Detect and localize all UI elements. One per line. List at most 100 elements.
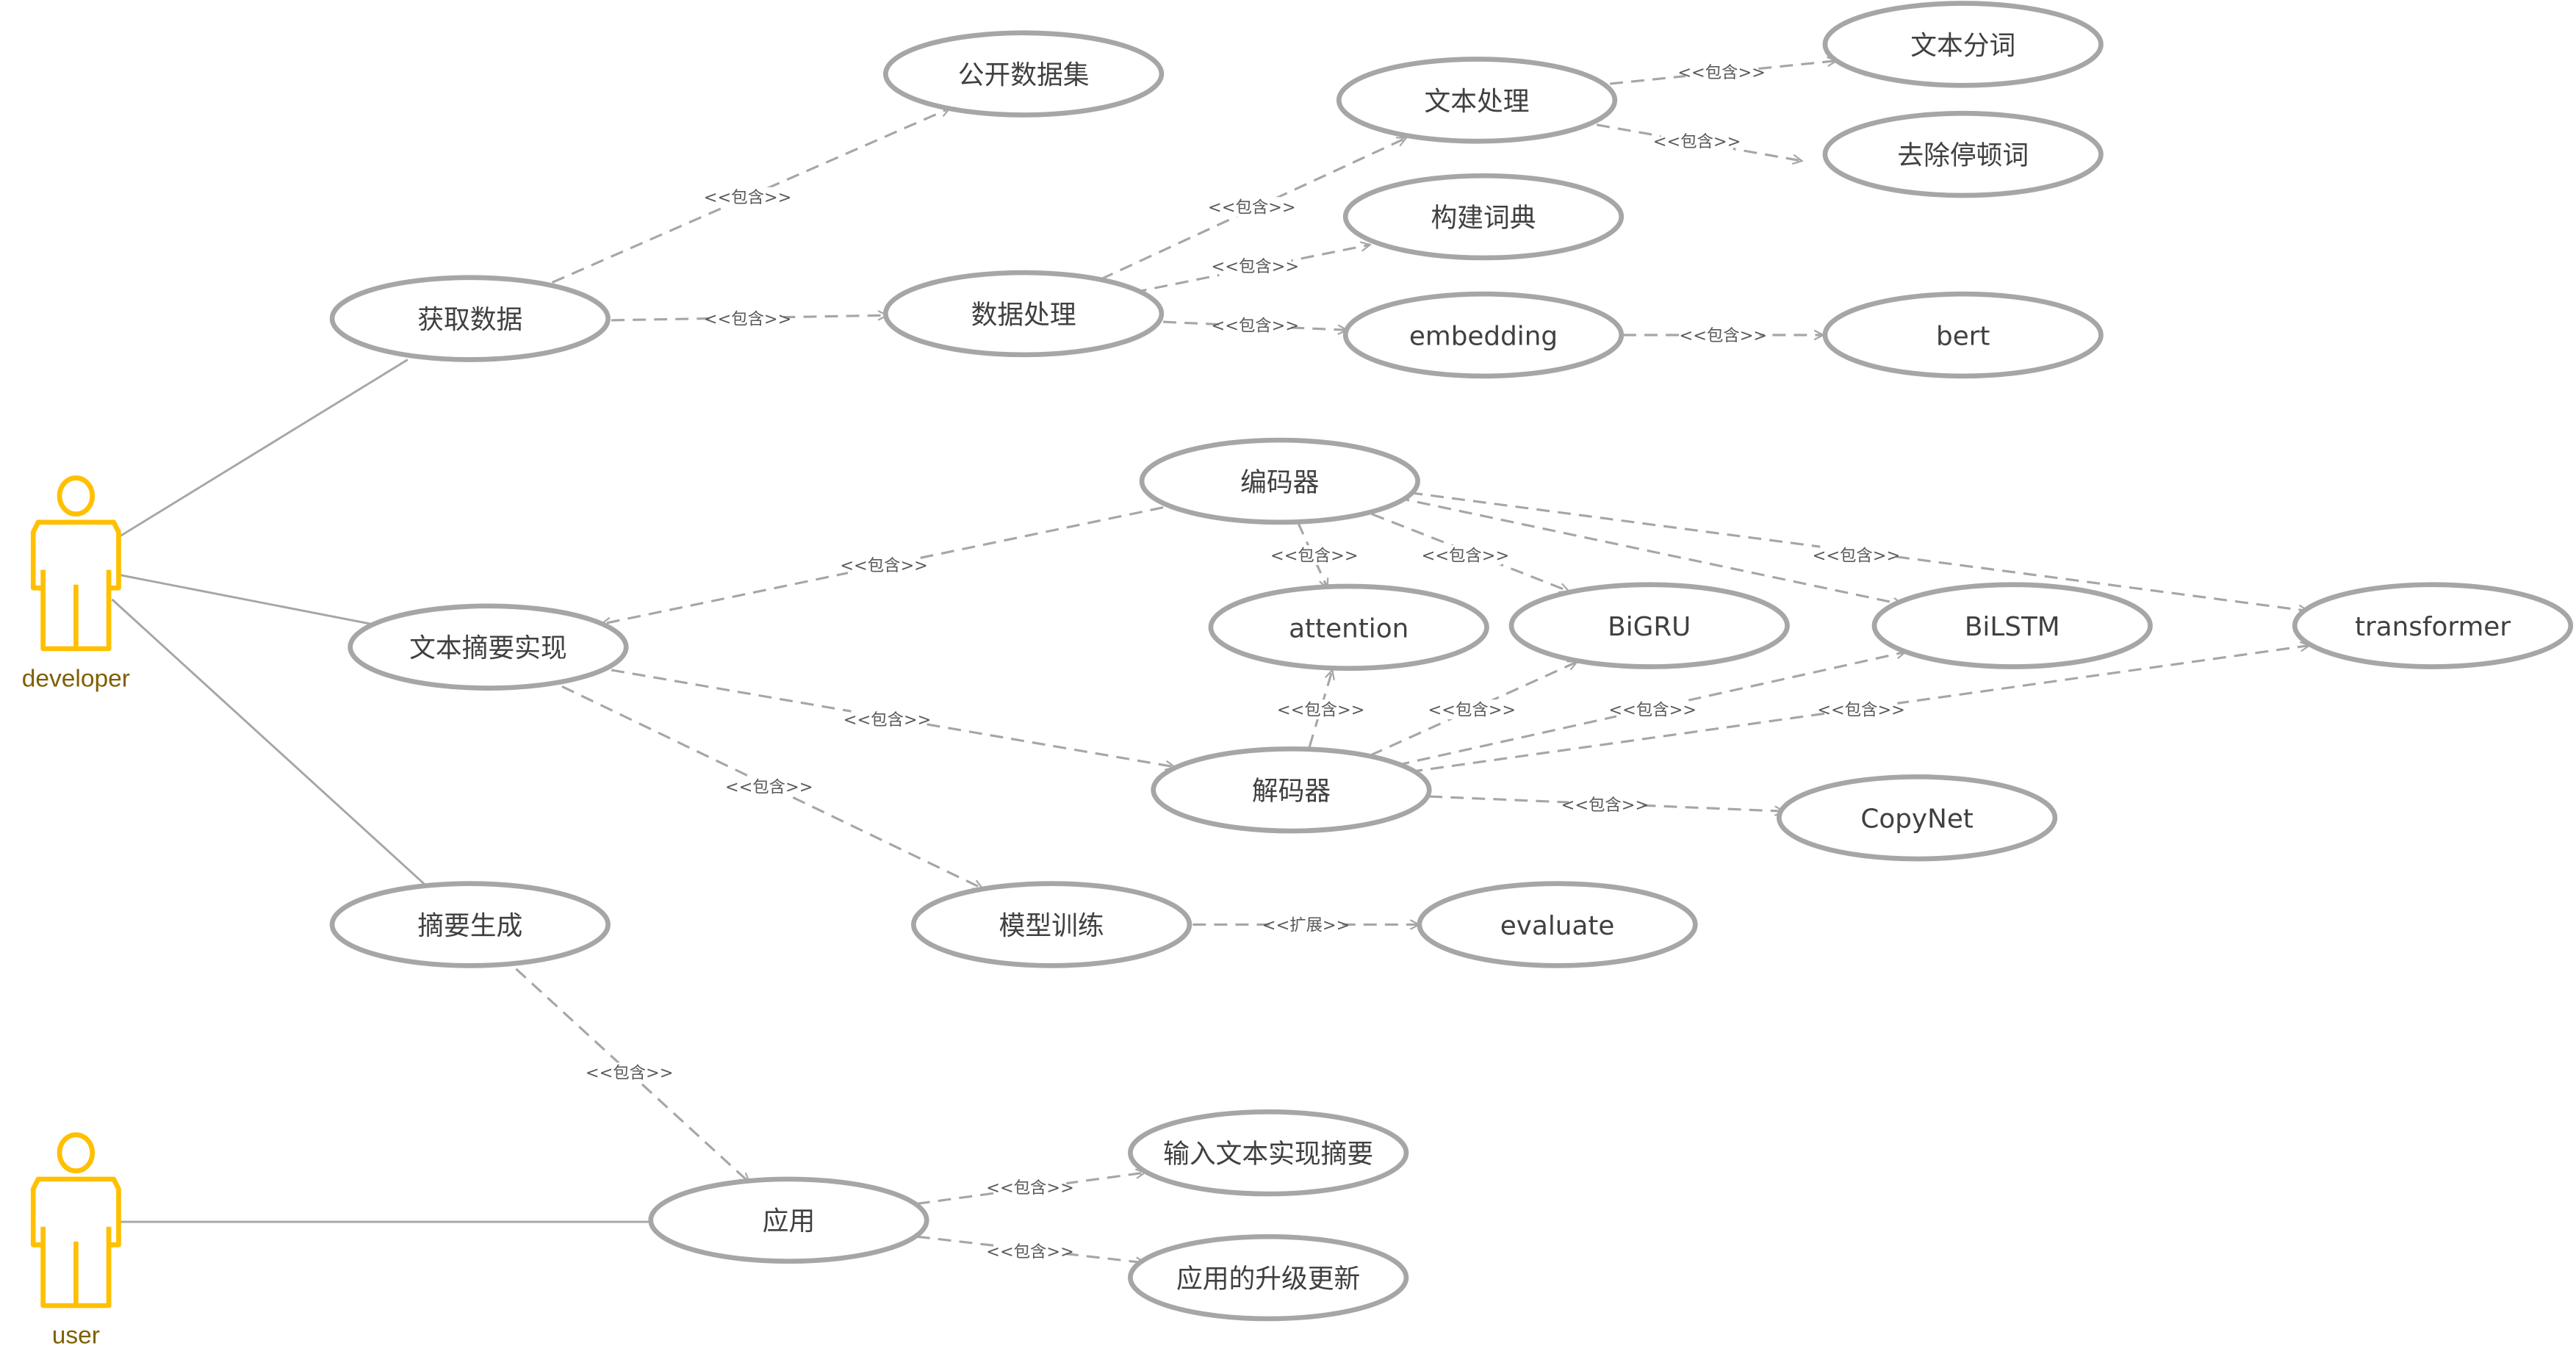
label-background	[1436, 699, 1508, 720]
use-case-label: 编码器	[1240, 467, 1319, 497]
relation-encoder-bilstm	[1396, 496, 1902, 604]
dependency-arrow	[1596, 123, 1802, 161]
use-case-ellipse	[1128, 1109, 1409, 1197]
actor-developer[interactable]: developer	[22, 475, 130, 692]
stereotype-label: <<包含>>	[843, 710, 932, 730]
stereotype-label: <<包含>>	[704, 188, 792, 207]
relation-decoder-bigru: <<包含>>	[1370, 662, 1577, 757]
use-case-vocab[interactable]: 构建词典	[1342, 173, 1625, 261]
use-case-label: 数据处理	[971, 300, 1076, 330]
use-case-get_data[interactable]: 获取数据	[329, 275, 611, 362]
dependency-arrow	[561, 685, 982, 890]
relation-summarization-training: <<包含>>	[561, 685, 982, 890]
use-case-ellipse	[1128, 1234, 1409, 1322]
relation-get_data-data_processing: <<包含>>	[611, 309, 888, 328]
relation-text_processing-stopwords: <<包含>>	[1596, 123, 1802, 161]
use-case-data_processing[interactable]: 数据处理	[883, 270, 1165, 358]
stereotype-label: <<包含>>	[1422, 546, 1510, 565]
use-case-bigru[interactable]: BiGRU	[1508, 582, 1790, 669]
actor-label: developer	[22, 665, 130, 692]
use-case-bilstm[interactable]: BiLSTM	[1871, 582, 2153, 669]
actor-label: user	[52, 1322, 100, 1349]
use-case-application[interactable]: 应用	[648, 1176, 929, 1264]
use-case-public_dataset[interactable]: 公开数据集	[883, 30, 1165, 118]
relation-summarization-decoder: <<包含>>	[611, 669, 1175, 767]
use-case-label: 获取数据	[417, 305, 522, 335]
stereotype-label: <<包含>>	[1212, 316, 1300, 335]
use-case-ellipse	[1417, 881, 1698, 968]
use-case-embedding[interactable]: embedding	[1342, 291, 1625, 379]
use-case-label: 文本分词	[1910, 31, 2015, 61]
stick-figure-icon	[30, 1132, 121, 1308]
label-background	[851, 709, 924, 730]
relation-summary_gen-application: <<包含>>	[515, 968, 749, 1183]
label-background	[733, 777, 805, 797]
use-case-ellipse	[1139, 437, 1420, 525]
use-case-upgrade[interactable]: 应用的升级更新	[1128, 1234, 1409, 1322]
use-case-label: bert	[1936, 321, 1990, 351]
use-case-label: attention	[1289, 613, 1408, 644]
stereotype-label: <<包含>>	[1653, 132, 1741, 151]
use-case-ellipse	[1822, 291, 2104, 379]
stereotype-label: <<包含>>	[1677, 63, 1766, 82]
use-case-label: 输入文本实现摘要	[1163, 1140, 1373, 1170]
use-case-ellipse	[648, 1176, 929, 1264]
label-background	[1215, 197, 1288, 217]
use-case-tokenize[interactable]: 文本分词	[1822, 1, 2104, 88]
use-case-copynet[interactable]: CopyNet	[1777, 774, 2058, 862]
use-case-summary_gen[interactable]: 摘要生成	[329, 881, 611, 968]
stereotype-label: <<包含>>	[1428, 700, 1517, 719]
stereotype-label: <<包含>>	[1813, 546, 1901, 565]
use-case-text_processing[interactable]: 文本处理	[1336, 57, 1618, 144]
use-case-ellipse	[1822, 1, 2104, 88]
dependency-arrow	[1296, 522, 1327, 588]
use-case-evaluate[interactable]: evaluate	[1417, 881, 1698, 968]
dependency-arrow	[1371, 513, 1569, 591]
use-case-ellipse	[911, 881, 1192, 968]
stereotype-label: <<包含>>	[586, 1063, 674, 1082]
use-case-stopwords[interactable]: 去除停顿词	[1822, 110, 2104, 198]
label-background	[847, 555, 921, 575]
use-case-label: 应用的升级更新	[1176, 1264, 1360, 1294]
use-case-ellipse	[1151, 746, 1432, 834]
use-case-summarization[interactable]: 文本摘要实现	[348, 603, 629, 691]
use-case-label: 解码器	[1252, 777, 1331, 807]
use-case-label: CopyNet	[1860, 804, 1973, 835]
use-case-training[interactable]: 模型训练	[911, 881, 1192, 968]
use-case-ellipse	[329, 275, 611, 362]
use-case-label: 摘要生成	[417, 911, 522, 941]
use-case-encoder[interactable]: 编码器	[1139, 437, 1420, 525]
use-case-label: 模型训练	[999, 911, 1104, 941]
use-case-decoder[interactable]: 解码器	[1151, 746, 1432, 834]
use-case-ellipse	[2292, 582, 2574, 669]
label-background	[993, 1177, 1067, 1198]
use-case-label: evaluate	[1500, 911, 1615, 941]
stereotype-label: <<扩展>>	[1262, 915, 1350, 935]
use-case-ellipse	[1342, 173, 1625, 261]
use-case-label: 构建词典	[1431, 203, 1536, 233]
label-background	[1687, 325, 1760, 345]
relation-data_processing-vocab: <<包含>>	[1133, 245, 1370, 294]
stereotype-label: <<包含>>	[1817, 700, 1905, 719]
label-background	[1685, 62, 1758, 82]
relation-encoder-summarization: <<包含>>	[602, 506, 1164, 624]
use-case-ellipse	[883, 30, 1165, 118]
label-background	[1429, 545, 1502, 565]
use-case-ellipse	[1871, 582, 2153, 669]
use-case-transformer[interactable]: transformer	[2292, 582, 2574, 669]
use-case-ellipse	[1777, 774, 2058, 862]
stereotype-label: <<包含>>	[1212, 257, 1300, 276]
relation-training-evaluate: <<扩展>>	[1192, 915, 1419, 935]
actor-user[interactable]: user	[30, 1132, 121, 1350]
label-background	[1278, 545, 1350, 565]
use-case-bert[interactable]: bert	[1822, 291, 2104, 379]
use-case-label: embedding	[1409, 321, 1558, 351]
use-case-label: 文本处理	[1425, 87, 1530, 117]
use-case-attention[interactable]: attention	[1208, 583, 1489, 672]
relation-encoder-attention: <<包含>>	[1270, 522, 1359, 588]
relation-encoder-bigru: <<包含>>	[1371, 513, 1569, 591]
relation-get_data-public_dataset: <<包含>>	[551, 109, 950, 284]
label-background	[1661, 131, 1733, 151]
use-case-input_text[interactable]: 输入文本实现摘要	[1128, 1109, 1409, 1197]
